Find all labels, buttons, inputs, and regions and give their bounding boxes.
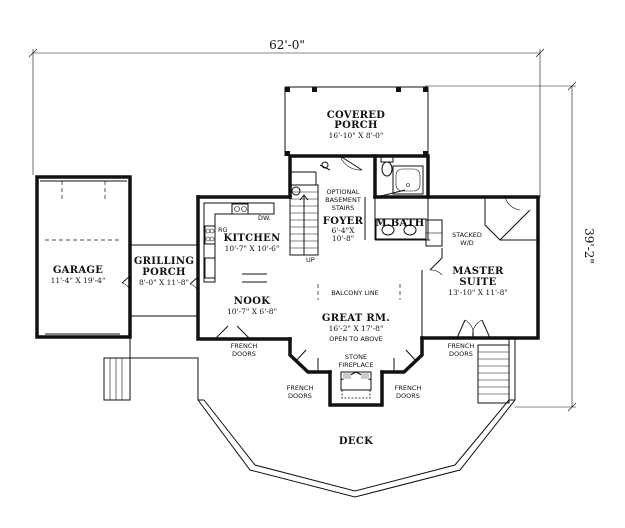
- stone-fireplace-note-2: FIREPLACE: [339, 361, 374, 369]
- range-label: RG: [218, 226, 228, 234]
- french-doors-great-left-note-2: DOORS: [288, 392, 312, 400]
- covered-porch-label-2: PORCH: [334, 120, 377, 131]
- depth-dimension: 39'-2": [582, 228, 596, 264]
- optional-stairs-note-3: STAIRS: [332, 204, 355, 212]
- covered-porch-label-1: COVERED: [327, 110, 386, 121]
- garage-label: GARAGE: [53, 265, 103, 276]
- exterior-walls: [196, 154, 540, 374]
- french-doors-great-right-note-2: DOORS: [396, 392, 420, 400]
- width-dimension: 62'-0": [269, 38, 305, 52]
- french-doors-nook-note-2: DOORS: [232, 350, 256, 358]
- french-doors-great-left-note-1: FRENCH: [287, 384, 314, 392]
- stairs-up-label: UP: [306, 256, 315, 264]
- grilling-porch-size: 8'-0" X 11'-8": [139, 278, 189, 287]
- great-room-note: OPEN TO ABOVE: [329, 335, 383, 343]
- basement-stairs: [289, 171, 319, 256]
- deck-label: DECK: [339, 436, 373, 447]
- foyer-size-2: 10'-8": [332, 234, 354, 243]
- width-dimension-line: [28, 48, 545, 198]
- french-doors-nook: [214, 325, 251, 340]
- optional-stairs-note-2: BASEMENT: [325, 196, 361, 204]
- master-suite-label-1: MASTER: [452, 266, 504, 277]
- stacked-wd-note-1: STACKED: [452, 231, 482, 239]
- garage-walls: [35, 175, 132, 339]
- grilling-porch-label-2: PORCH: [142, 267, 185, 278]
- grilling-porch-label-1: GRILLING: [134, 256, 194, 267]
- french-doors-master: [456, 319, 491, 339]
- nook-label: NOOK: [234, 296, 270, 307]
- stone-fireplace: [328, 370, 384, 407]
- foyer-size-1: 6'-4"X: [332, 226, 356, 235]
- french-doors-master-note-2: DOORS: [449, 350, 473, 358]
- stacked-wd-note-2: W/D: [460, 239, 474, 247]
- french-doors-great-left: [295, 349, 319, 372]
- balcony-line-note: BALCONY LINE: [331, 289, 379, 297]
- covered-porch-size: 16'-10" X 8'-0": [329, 131, 384, 140]
- deck-outline: [129, 337, 516, 498]
- deck-stairs: [103, 344, 510, 404]
- master-suite-size: 13'-10" X 11'-8": [448, 288, 508, 297]
- depth-dimension-line: [425, 81, 577, 412]
- master-suite-label-2: SUITE: [459, 277, 496, 288]
- french-doors-master-note-1: FRENCH: [448, 342, 475, 350]
- optional-stairs-note-1: OPTIONAL: [327, 188, 360, 196]
- nook-size: 10'-7" X 6'-8": [227, 307, 277, 316]
- great-room-label: GREAT RM.: [322, 313, 390, 324]
- covered-porch-outline: [284, 86, 429, 156]
- kitchen-label: KITCHEN: [223, 233, 280, 244]
- french-doors-great-right: [393, 349, 417, 372]
- bath-fixtures: [374, 156, 443, 247]
- stone-fireplace-note-1: STONE: [345, 353, 367, 361]
- kitchen-fixtures: [203, 202, 275, 283]
- great-room-size: 16'-2" X 17'-8": [329, 324, 384, 333]
- french-doors-great-right-note-1: FRENCH: [395, 384, 422, 392]
- garage-size: 11'-4" X 19'-4": [51, 276, 106, 285]
- dishwasher-label: DW.: [258, 214, 271, 222]
- foyer-label: FOYER: [323, 216, 364, 227]
- master-suite-walls: [421, 196, 538, 338]
- mbath-label: M.BATH: [376, 218, 425, 229]
- foyer-walls: [319, 155, 366, 240]
- french-doors-nook-note-1: FRENCH: [231, 342, 258, 350]
- kitchen-size: 10'-7" X 10'-6": [225, 244, 280, 253]
